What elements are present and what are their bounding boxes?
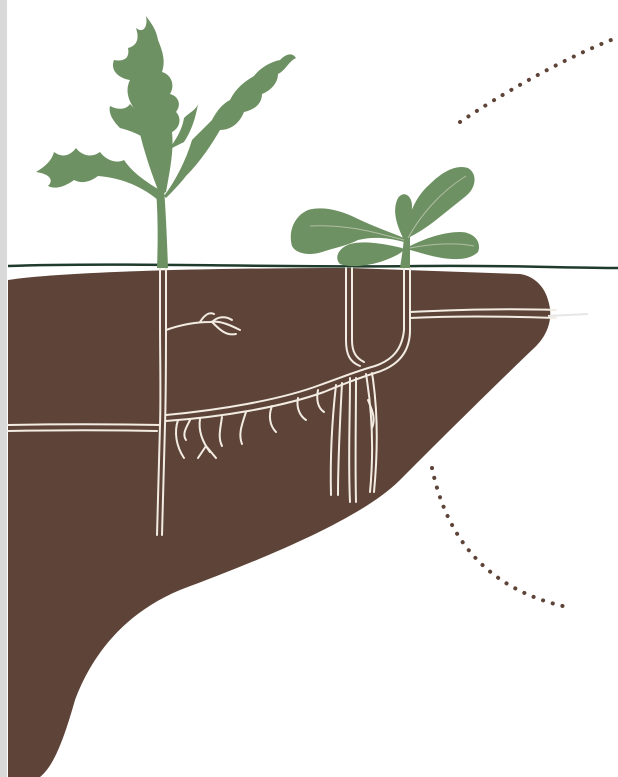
- left-plant: [36, 16, 296, 268]
- hanging-root-c: [349, 378, 350, 502]
- right-plant-leaf-lower-left: [337, 242, 404, 266]
- creeping-root-left: [8, 424, 160, 425]
- creeping-root-left-inner: [8, 430, 157, 431]
- ground-line: [8, 265, 618, 268]
- left-plant-stem: [156, 188, 168, 268]
- dotted-arc-bottom: [432, 468, 572, 608]
- dotted-arc-top: [460, 38, 616, 122]
- right-plant: [291, 167, 479, 268]
- ground-ghost-line: [548, 314, 588, 316]
- soil-block: [8, 268, 550, 777]
- right-plant-leaf-right: [410, 232, 479, 259]
- left-plant-leaf-left: [36, 148, 160, 200]
